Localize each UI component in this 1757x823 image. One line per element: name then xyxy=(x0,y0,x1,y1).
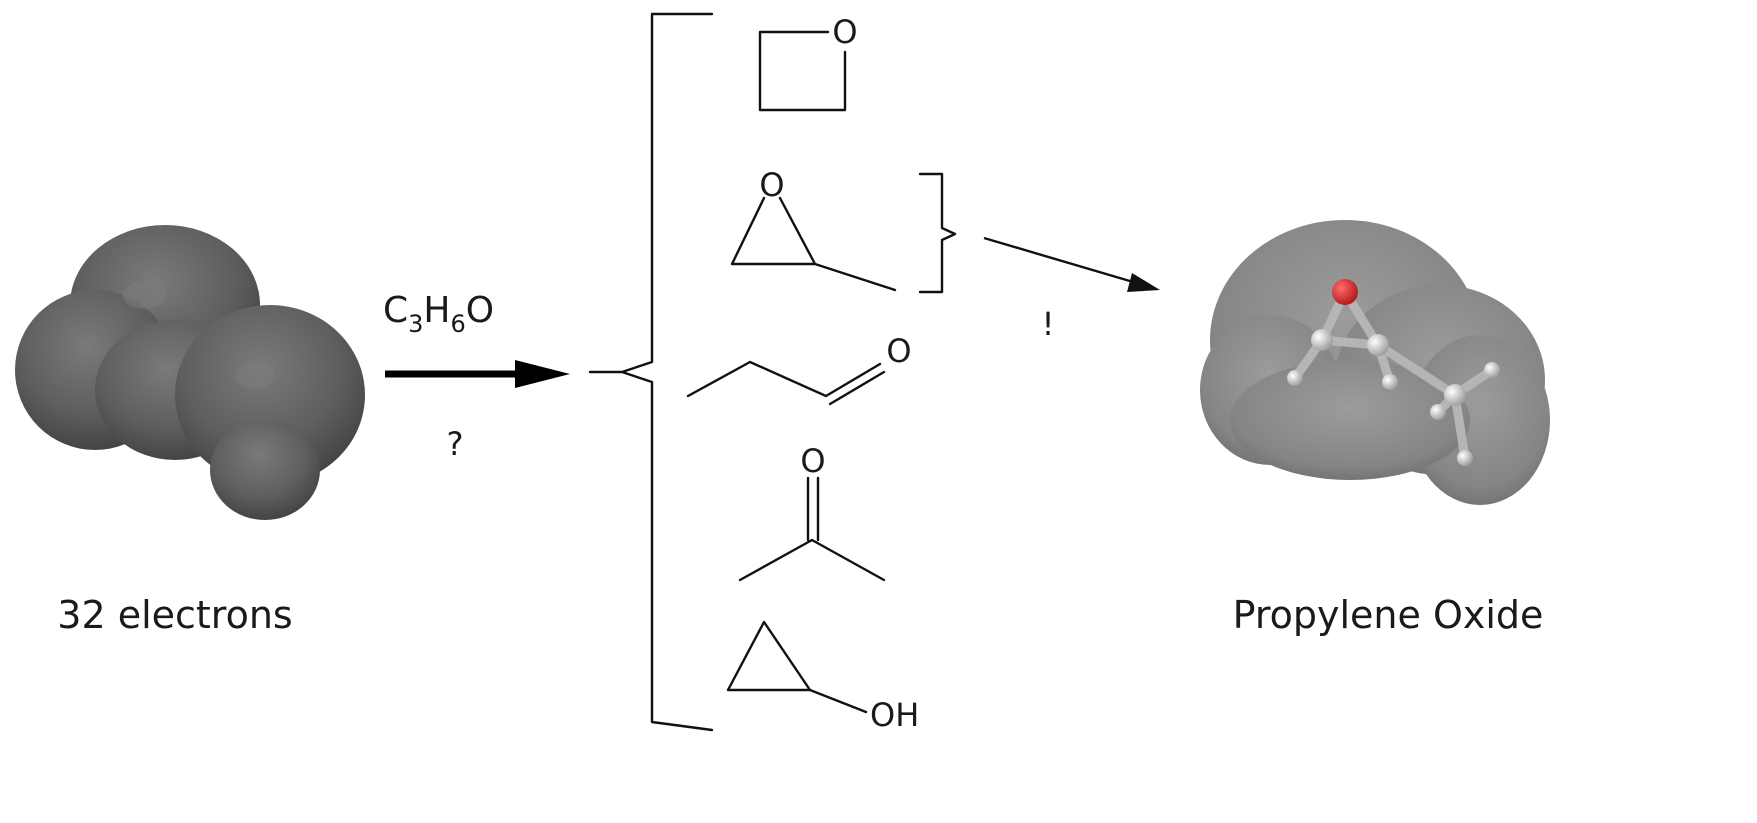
selection-arrow-caption: ! xyxy=(1042,305,1055,343)
right-molecule-caption: Propylene Oxide xyxy=(1233,593,1544,637)
oxetane-oxygen-label: O xyxy=(832,13,857,51)
electron-density-surface xyxy=(15,225,365,520)
candidate-oxetane: O xyxy=(758,13,858,112)
main-reaction-arrow xyxy=(385,360,570,388)
candidate-propanal: O xyxy=(686,332,912,406)
formula-label: C3H6O xyxy=(383,290,494,338)
candidate-brace xyxy=(588,12,714,732)
candidate-cyclopropanol: OH xyxy=(726,620,919,734)
main-arrow-caption: ? xyxy=(447,425,464,463)
selection-arrow xyxy=(983,236,1160,292)
candidate-propylene-oxide: O xyxy=(730,166,957,294)
propanal-oxygen-label: O xyxy=(886,332,911,370)
candidate-acetone: O xyxy=(738,442,886,582)
cyclopropanol-oh-label: OH xyxy=(870,696,919,734)
epoxide-oxygen-label: O xyxy=(759,166,784,204)
propylene-oxide-model xyxy=(1200,220,1550,505)
left-molecule-caption: 32 electrons xyxy=(57,593,292,637)
acetone-oxygen-label: O xyxy=(800,442,825,480)
